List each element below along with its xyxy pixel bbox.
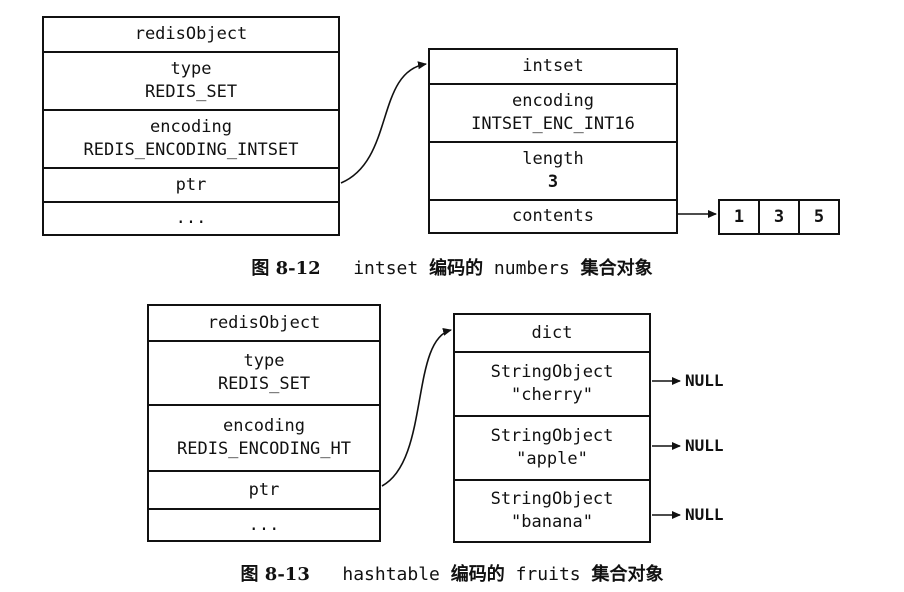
fig1-intset-encoding-value: INTSET_ENC_INT16: [471, 114, 635, 134]
fig2-encoding-value: REDIS_ENCODING_HT: [177, 439, 351, 459]
fig1-intset-encoding-field: encoding INTSET_ENC_INT16: [430, 83, 676, 141]
fig2-caption-mid: 编码的: [450, 564, 505, 585]
fig2-dict-entry-3-value: "banana": [511, 512, 593, 532]
fig1-type-value: REDIS_SET: [144, 82, 238, 102]
fig1-more-label: ...: [175, 208, 207, 228]
fig2-dict-entry-3: StringObject "banana": [455, 479, 649, 541]
fig1-caption-number: 图 8-12: [251, 258, 321, 279]
fig1-contents-value-2: 3: [773, 207, 785, 227]
fig1-encoding-label: encoding: [150, 117, 232, 137]
fig2-null-2: NULL: [685, 436, 724, 455]
fig1-intset-contents-label: contents: [512, 206, 594, 226]
fig1-intset-header: intset: [430, 50, 676, 83]
fig2-dict-entry-2-label: StringObject: [490, 426, 614, 446]
fig2-encoding-field: encoding REDIS_ENCODING_HT: [149, 404, 379, 470]
fig2-encoding-label: encoding: [223, 416, 305, 436]
fig2-dict-title: dict: [531, 322, 573, 343]
fig2-null-1: NULL: [685, 371, 724, 390]
fig2-null-3: NULL: [685, 505, 724, 524]
fig2-ptr-label: ptr: [248, 479, 280, 500]
fig1-contents-value-3: 5: [813, 207, 825, 227]
fig2-redis-object-header: redisObject: [149, 306, 379, 340]
fig1-caption-code: intset: [353, 258, 419, 279]
fig1-redis-object-box: redisObject type REDIS_SET encoding REDI…: [42, 16, 340, 236]
fig2-caption-name: fruits: [515, 564, 581, 585]
fig1-redis-object-header: redisObject: [44, 18, 338, 51]
fig1-intset-title: intset: [522, 56, 584, 76]
fig1-type-field: type REDIS_SET: [44, 51, 338, 109]
fig1-encoding-field: encoding REDIS_ENCODING_INTSET: [44, 109, 338, 167]
fig2-dict-entry-1-label: StringObject: [490, 362, 614, 382]
fig1-ptr-arrow: [340, 61, 427, 184]
fig1-intset-contents-field: contents: [430, 199, 676, 232]
fig2-caption: 图 8-13 hashtable 编码的 fruits 集合对象: [0, 560, 904, 586]
fig2-dict-entry-2-value: "apple": [516, 449, 588, 469]
fig1-more-field: ...: [44, 201, 338, 234]
fig2-type-field: type REDIS_SET: [149, 340, 379, 404]
fig2-dict-entry-2: StringObject "apple": [455, 415, 649, 479]
fig1-type-label: type: [170, 59, 212, 79]
fig2-ptr-arrow: [381, 328, 452, 487]
fig2-redis-object-title: redisObject: [207, 312, 321, 333]
fig1-ptr-label: ptr: [175, 174, 207, 195]
fig1-encoding-value: REDIS_ENCODING_INTSET: [83, 140, 299, 160]
fig2-dict-entry-1-value: "cherry": [511, 385, 593, 405]
fig1-intset-length-field: length 3: [430, 141, 676, 199]
fig1-caption-tail: 集合对象: [580, 258, 653, 279]
fig1-caption-mid: 编码的: [429, 258, 484, 279]
fig1-contents-value-1: 1: [733, 207, 745, 227]
fig2-caption-tail: 集合对象: [591, 564, 664, 585]
fig1-caption: 图 8-12 intset 编码的 numbers 集合对象: [0, 254, 904, 280]
fig2-dict-header: dict: [455, 315, 649, 351]
fig2-more-label: ...: [248, 514, 280, 535]
fig2-dict-box: dict StringObject "cherry" StringObject …: [453, 313, 651, 543]
fig2-caption-code: hashtable: [342, 564, 440, 585]
fig2-caption-number: 图 8-13: [240, 564, 310, 585]
fig2-dict-entry-3-label: StringObject: [490, 489, 614, 509]
fig2-ptr-field: ptr: [149, 470, 379, 508]
fig1-intset-box: intset encoding INTSET_ENC_INT16 length …: [428, 48, 678, 234]
fig2-type-value: REDIS_SET: [217, 374, 311, 394]
fig1-ptr-field: ptr: [44, 167, 338, 201]
fig2-dict-entry-1: StringObject "cherry": [455, 351, 649, 415]
fig1-redis-object-title: redisObject: [134, 24, 248, 44]
fig1-caption-name: numbers: [493, 258, 570, 279]
fig1-contents-cell-3: 5: [798, 199, 840, 235]
fig2-redis-object-box: redisObject type REDIS_SET encoding REDI…: [147, 304, 381, 542]
fig2-more-field: ...: [149, 508, 379, 540]
fig1-intset-length-label: length: [522, 149, 584, 169]
fig1-intset-length-value: 3: [547, 172, 559, 192]
fig2-type-label: type: [243, 351, 285, 371]
fig1-intset-encoding-label: encoding: [512, 91, 594, 111]
